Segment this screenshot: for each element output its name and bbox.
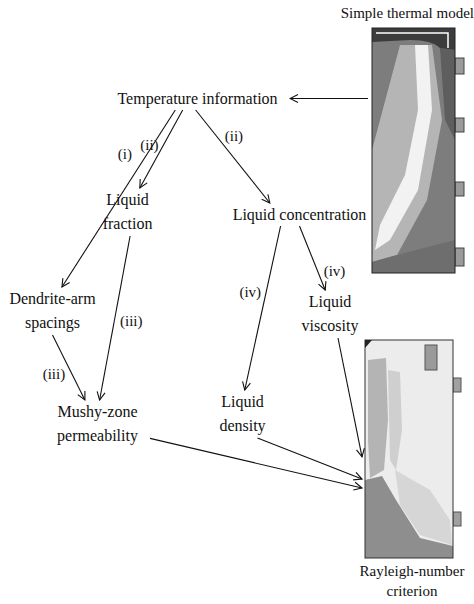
casting-tip [365, 340, 372, 348]
criterion-patch [365, 476, 453, 558]
image-caption: Rayleigh-number criterion [351, 561, 473, 601]
step-label: (i) [118, 146, 132, 163]
contour-band [375, 45, 432, 250]
flow-node: Liquid density [205, 390, 280, 438]
criterion-patch [388, 370, 402, 470]
flow-node: Liquid fraction [95, 188, 160, 236]
step-label: (iii) [120, 313, 143, 330]
node-text: Temperature information [117, 87, 277, 111]
image-caption: Simple thermal model [341, 1, 474, 25]
flow-node: Dendrite-arm spacings [0, 287, 105, 335]
flow-node: Liquid concentration [232, 203, 367, 226]
step-label: (iii) [43, 366, 66, 383]
contour-band [372, 28, 455, 50]
step-label: (iv) [239, 283, 261, 300]
contour-band [372, 240, 455, 273]
criterion-patch [425, 345, 437, 370]
node-text: Dendrite-arm spacings [0, 287, 105, 335]
node-text: Liquid concentration [233, 203, 367, 227]
step-label: (ii) [140, 137, 158, 154]
flow-arrow [290, 98, 368, 99]
rayleigh-image [365, 340, 461, 558]
contour-base [372, 28, 455, 273]
flow-arrow [300, 226, 326, 290]
criterion-patch [368, 358, 388, 478]
mould-bump [455, 248, 464, 266]
node-text: Liquid density [205, 390, 280, 438]
flow-node: Mushy-zone permeability [45, 400, 150, 448]
flow-node: Liquid viscosity [290, 290, 370, 338]
casting-outline [365, 340, 453, 558]
contour-band [372, 45, 442, 262]
step-label: (ii) [225, 127, 243, 144]
flow-arrow [258, 438, 363, 479]
flow-arrow [196, 110, 270, 203]
mould-bump [453, 378, 461, 392]
flow-arrow [338, 338, 362, 457]
flow-arrow [62, 110, 175, 287]
flow-arrow [140, 110, 183, 188]
mould-bump [455, 182, 464, 196]
node-text: Liquid viscosity [290, 290, 370, 338]
flow-node: Temperature information [105, 87, 290, 110]
node-text: Mushy-zone permeability [45, 400, 150, 448]
thermal-model-image [372, 28, 464, 273]
flow-arrow [245, 226, 281, 390]
flow-node: Rayleigh-number criterion [362, 337, 462, 559]
node-text: Liquid fraction [95, 188, 160, 236]
mould-bump [453, 512, 461, 526]
casting-outline [372, 28, 455, 273]
contour-band [440, 48, 455, 140]
step-label: (iv) [324, 262, 346, 279]
criterion-base [365, 340, 453, 558]
contour-line [376, 33, 448, 48]
mould-bump [455, 118, 464, 132]
flow-node: Simple thermal model [368, 26, 468, 276]
mould-bump [455, 58, 464, 74]
flow-arrow [150, 438, 362, 488]
